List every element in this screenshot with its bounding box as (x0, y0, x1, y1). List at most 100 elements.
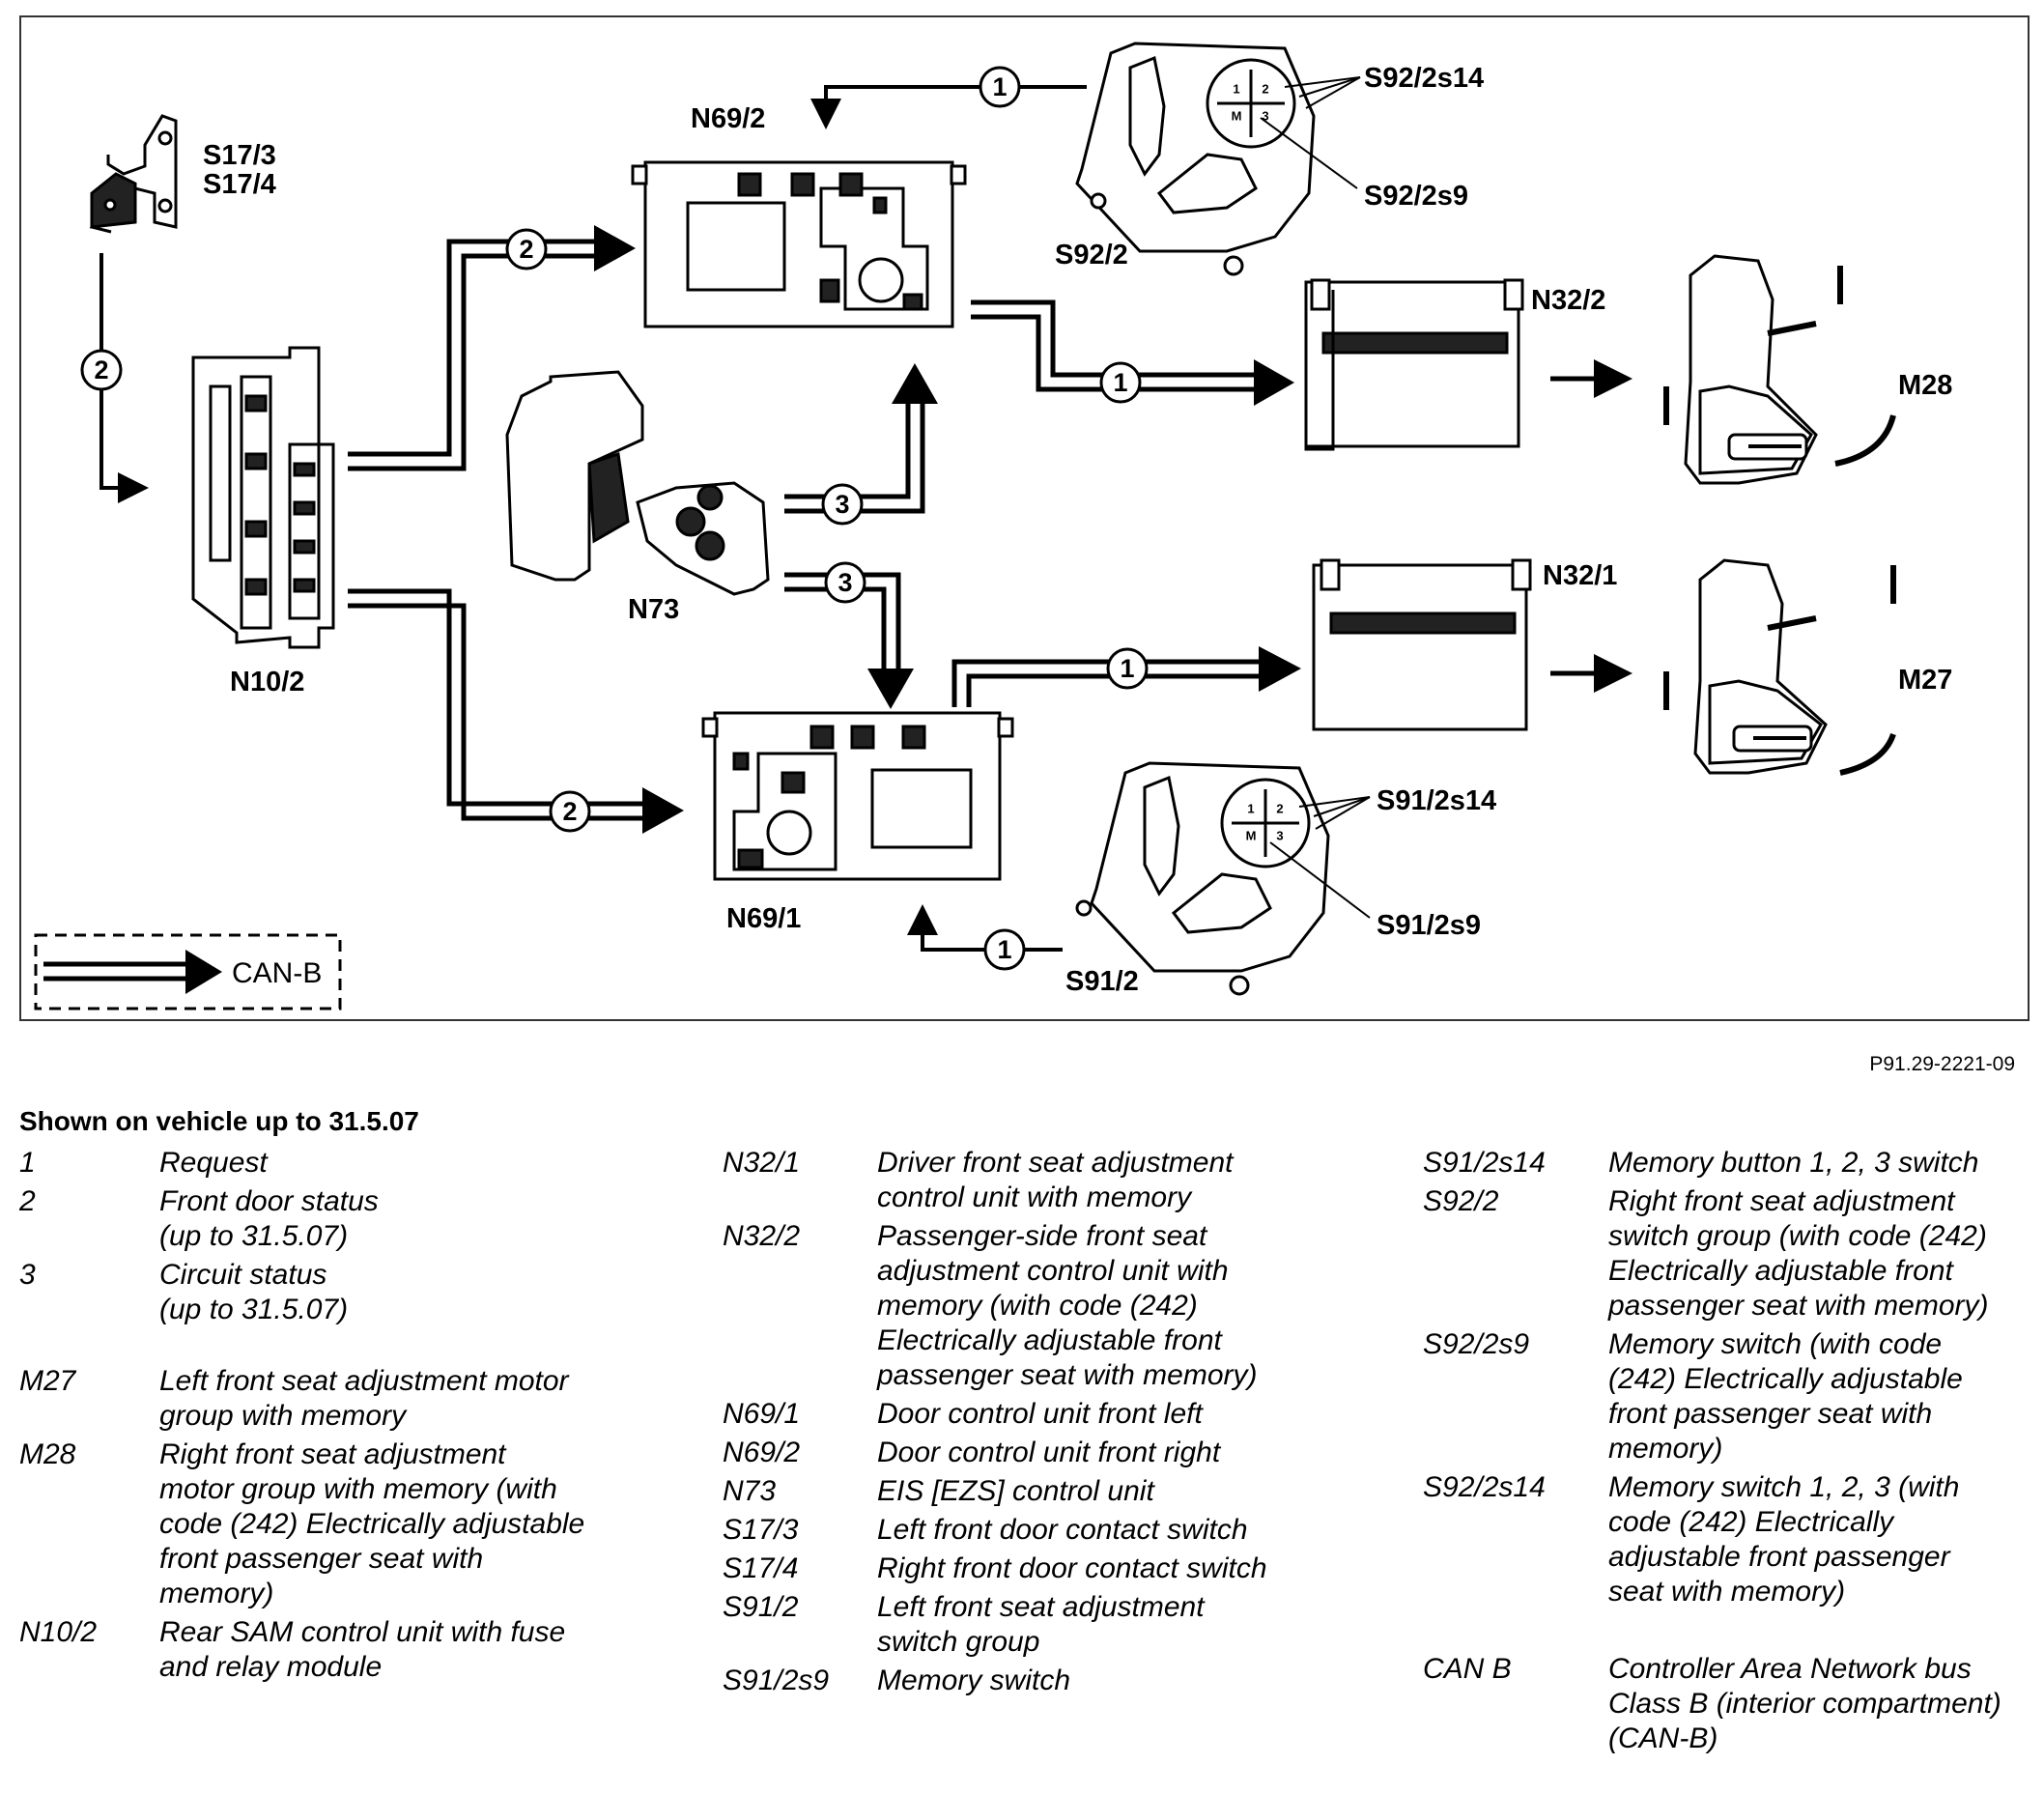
legend-desc: Request (159, 1147, 268, 1179)
legend-desc: Front door status (up to 31.5.07) (159, 1185, 379, 1252)
legend-code: S17/3 (723, 1514, 799, 1546)
legend-code: CAN B (1423, 1653, 1512, 1685)
legend-item: N73 EIS [EZS] control unit (723, 1474, 1418, 1509)
legend-item: S92/2 Right front seat adjustment switch… (1423, 1184, 2041, 1323)
line-s92-to-n69-2 (810, 85, 1087, 129)
label-n32-1: N32/1 (1543, 560, 1617, 591)
legend-item: N69/1 Door control unit front left (723, 1397, 1418, 1432)
can-b-arrowhead-down (867, 669, 914, 709)
s91-key-1: 1 (1247, 802, 1254, 816)
legend-desc: Door control unit front right (877, 1437, 1221, 1468)
legend-desc: Left front seat adjustment motor group w… (159, 1365, 569, 1432)
legend-code: S92/2s9 (1423, 1328, 1530, 1360)
signal-3-up: 3 (835, 490, 849, 519)
legend-code: S91/2s14 (1423, 1147, 1546, 1179)
signal-3-down: 3 (837, 568, 852, 597)
legend-column-2: N32/1 Driver front seat adjustment contr… (723, 1146, 1418, 1702)
signal-number-markers (80, 66, 1149, 971)
door-control-unit-front-left-drawing (701, 711, 1014, 881)
legend-item: M28 Right front seat adjustment motor gr… (19, 1437, 657, 1611)
signal-2-s17: 2 (94, 356, 108, 384)
legend-item: N10/2 Rear SAM control unit with fuse an… (19, 1615, 657, 1685)
reference-code: P91.29-2221-09 (1869, 1053, 2015, 1075)
legend-desc: Memory switch (877, 1665, 1071, 1696)
legend-desc: Right front door contact switch (877, 1552, 1267, 1584)
label-pointer-lines (1260, 76, 1371, 919)
can-b-arrowhead-n69-1 (642, 787, 684, 834)
signal-1-n32-2: 1 (1113, 368, 1127, 397)
legend-code: N69/1 (723, 1398, 801, 1430)
driver-seat-control-unit-drawing (1312, 558, 1532, 731)
legend-code: M28 (19, 1438, 76, 1470)
left-seat-switch-group-drawing (1075, 761, 1330, 996)
label-m27: M27 (1898, 665, 1952, 696)
left-seat-motor-group-drawing (1663, 558, 1896, 776)
legend-item: S17/3 Left front door contact switch (723, 1513, 1418, 1548)
can-b-key-arrow (43, 950, 222, 994)
legend-desc: Left front seat adjustment switch group (877, 1591, 1205, 1658)
line-s17-to-n10 (99, 253, 149, 503)
label-n32-2: N32/2 (1531, 285, 1605, 316)
legend-code: M27 (19, 1365, 76, 1397)
legend-desc: Controller Area Network bus Class B (int… (1608, 1653, 2001, 1754)
legend-code: S91/2s9 (723, 1665, 830, 1696)
label-s92-2s9: S92/2s9 (1364, 181, 1468, 212)
label-n69-2: N69/2 (691, 103, 765, 134)
legend-desc: Left front door contact switch (877, 1514, 1248, 1546)
legend-code: S17/4 (723, 1552, 799, 1584)
label-n10-2: N10/2 (230, 667, 304, 697)
legend-item: M27 Left front seat adjustment motor gro… (19, 1364, 657, 1434)
signal-1-n32-1: 1 (1120, 654, 1134, 683)
legend-code: 3 (19, 1259, 36, 1291)
legend-desc: Door control unit front left (877, 1398, 1203, 1430)
right-seat-switch-group-drawing (1075, 42, 1316, 276)
s92-key-2: 2 (1262, 82, 1268, 97)
can-b-arrowhead-n69-2 (594, 225, 636, 271)
can-b-key-box (34, 933, 342, 1010)
legend-item: CAN B Controller Area Network bus Class … (1423, 1652, 2041, 1756)
legend-item: S92/2s14 Memory switch 1, 2, 3 (with cod… (1423, 1470, 2041, 1609)
can-b-arrowhead-n32-2 (1254, 359, 1294, 406)
legend-desc: Rear SAM control unit with fuse and rela… (159, 1616, 566, 1683)
legend-code: S92/2 (1423, 1185, 1499, 1217)
can-b-line-n73-to-n69-1 (784, 572, 901, 671)
legend-desc: Right front seat adjustment motor group … (159, 1438, 585, 1609)
label-s92-2s14: S92/2s14 (1364, 63, 1484, 94)
legend-code: S91/2 (723, 1591, 799, 1623)
eis-ignition-switch-drawing (505, 370, 770, 596)
legend-item: 3 Circuit status (up to 31.5.07) (19, 1258, 657, 1327)
s91-key-2: 2 (1276, 802, 1283, 816)
legend-item: S92/2s9 Memory switch (with code (242) E… (1423, 1327, 2041, 1466)
legend-item: N32/2 Passenger-side front seat adjustme… (723, 1219, 1418, 1393)
can-b-arrowhead-up (892, 363, 938, 404)
label-s91-2s14: S91/2s14 (1377, 785, 1496, 816)
s91-key-m: M (1246, 829, 1257, 843)
s91-key-3: 3 (1276, 829, 1283, 843)
passenger-seat-control-unit-drawing (1304, 278, 1524, 451)
legend-desc: Right front seat adjustment switch group… (1608, 1185, 1989, 1322)
legend-desc: Driver front seat adjustment control uni… (877, 1147, 1234, 1213)
legend-code: N10/2 (19, 1616, 98, 1648)
legend-column-1: 1 Request 2 Front door status (up to 31.… (19, 1146, 657, 1689)
legend-code: N69/2 (723, 1437, 801, 1468)
can-b-key-label: CAN-B (232, 957, 322, 989)
legend-code: 1 (19, 1147, 36, 1179)
legend-title: Shown on vehicle up to 31.5.07 (19, 1106, 419, 1136)
can-b-line-n69-1-to-n32-1 (951, 659, 1261, 707)
legend-code: N73 (723, 1475, 777, 1507)
signal-2-n69-1: 2 (562, 797, 577, 826)
legend-desc: Circuit status (up to 31.5.07) (159, 1259, 349, 1325)
s92-key-3: 3 (1262, 109, 1268, 124)
legend-item: N32/1 Driver front seat adjustment contr… (723, 1146, 1418, 1215)
label-s91-2: S91/2 (1065, 966, 1139, 997)
legend-code: N32/2 (723, 1220, 801, 1252)
can-b-line-n10-to-n69-1 (348, 588, 642, 821)
signal-1-s91: 1 (997, 935, 1011, 964)
legend-desc: Passenger-side front seat adjustment con… (877, 1220, 1258, 1391)
legend-column-3: S91/2s14 Memory button 1, 2, 3 switch S9… (1423, 1146, 2041, 1760)
label-s91-2s9: S91/2s9 (1377, 910, 1481, 941)
label-n69-1: N69/1 (726, 903, 801, 934)
signal-1-s92: 1 (992, 72, 1007, 101)
door-control-unit-front-right-drawing (631, 160, 967, 328)
diagram-frame (19, 15, 2030, 1021)
